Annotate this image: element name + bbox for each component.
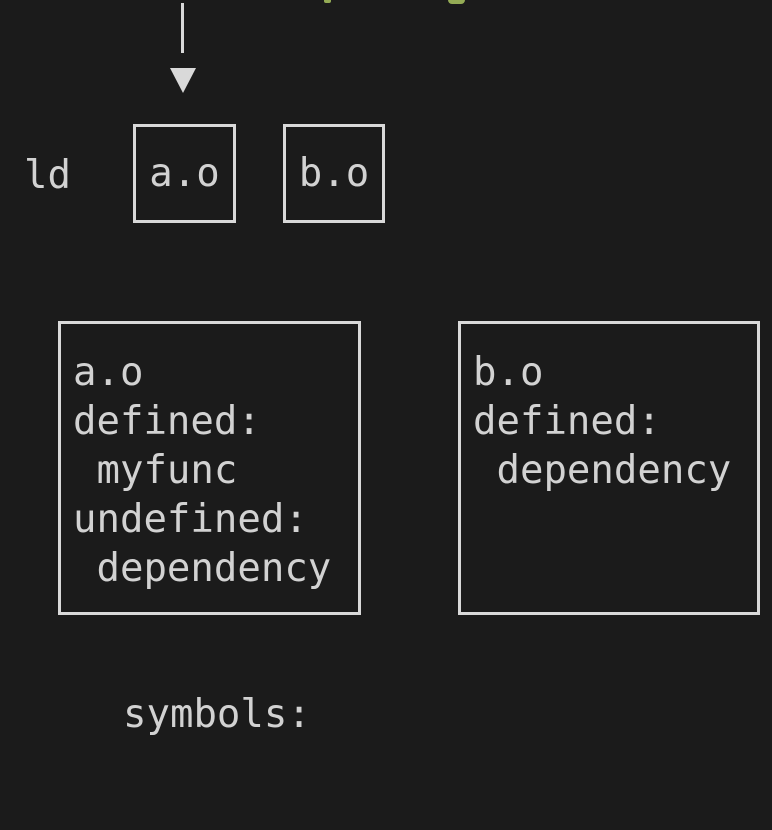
symbol-table-box-a: a.o defined: myfunc undefined: dependenc… — [58, 321, 361, 615]
down-arrow-shaft — [181, 3, 184, 53]
object-file-box-a: a.o — [133, 124, 236, 223]
ld-label: ld — [24, 153, 71, 198]
clipped-green-text-fragment-right — [448, 0, 465, 4]
object-file-label-b: b.o — [298, 151, 370, 196]
down-arrow-icon — [170, 68, 196, 93]
symbols-caption: symbols: — [123, 692, 311, 737]
object-file-box-b: b.o — [283, 124, 385, 223]
symbol-table-box-b: b.o defined: dependency — [458, 321, 760, 615]
object-file-label-a: a.o — [149, 151, 220, 196]
clipped-green-text-fragment-left — [324, 0, 331, 3]
